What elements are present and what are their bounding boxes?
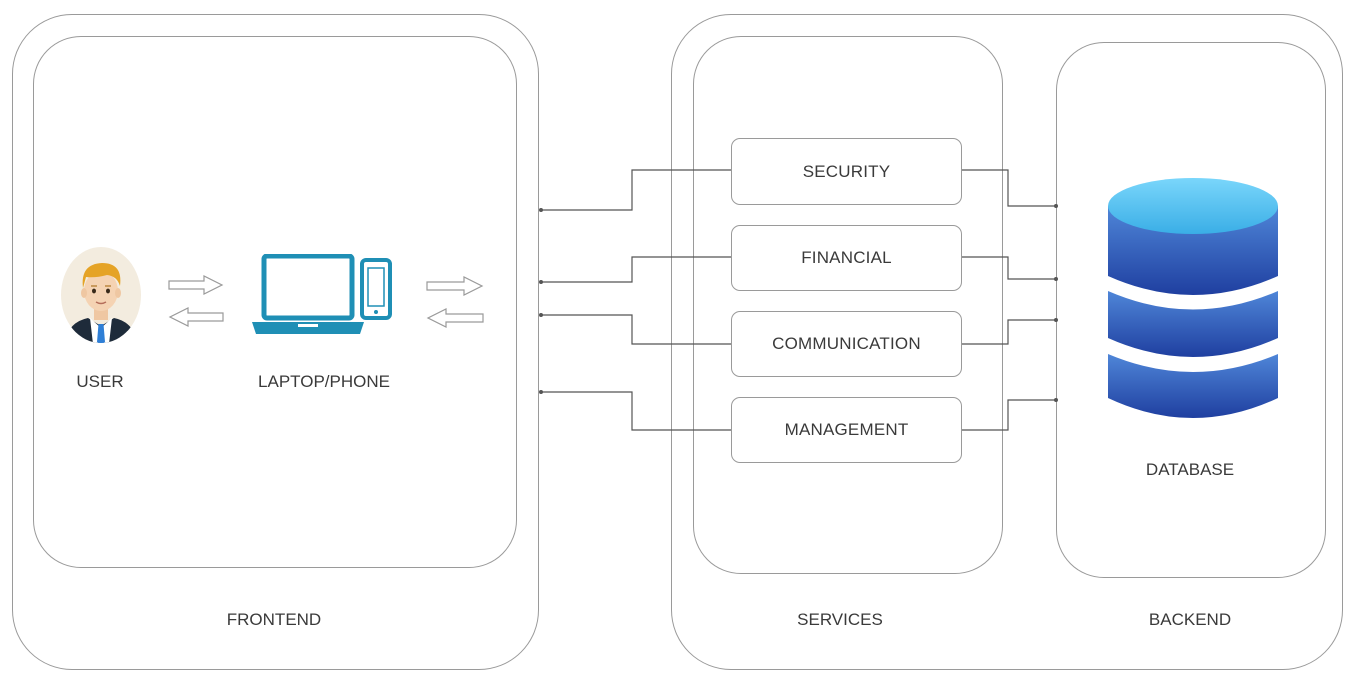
service-communication-label: COMMUNICATION [772, 334, 921, 353]
arrow-right-icon [426, 276, 484, 296]
connector-dot [539, 313, 543, 317]
frontend-label: FRONTEND [226, 610, 322, 629]
frontend-panel [33, 36, 517, 568]
frontend-group [12, 14, 539, 670]
database-icon [1108, 178, 1278, 418]
backend-panel [1056, 42, 1326, 578]
laptop-phone-icon [252, 254, 392, 334]
arrow-left-icon [168, 307, 224, 327]
service-communication: COMMUNICATION [731, 311, 962, 377]
device-label: LAPTOP/PHONE [258, 372, 390, 391]
service-financial-label: FINANCIAL [801, 248, 892, 267]
user-avatar-icon [61, 247, 141, 343]
backend-label: BACKEND [1148, 610, 1232, 629]
user-label: USER [76, 372, 124, 391]
services-panel [693, 36, 1003, 574]
connector-dot [539, 208, 543, 212]
connector-dot [539, 390, 543, 394]
service-management: MANAGEMENT [731, 397, 962, 463]
service-management-label: MANAGEMENT [784, 420, 909, 439]
service-security-label: SECURITY [802, 161, 891, 181]
service-security: SECURITY [731, 138, 962, 205]
connector-dot [539, 280, 543, 284]
arrow-left-icon [426, 308, 484, 328]
service-financial: FINANCIAL [731, 225, 962, 291]
arrow-right-icon [168, 275, 224, 295]
services-label: SERVICES [797, 610, 883, 629]
database-label: DATABASE [1145, 460, 1235, 479]
